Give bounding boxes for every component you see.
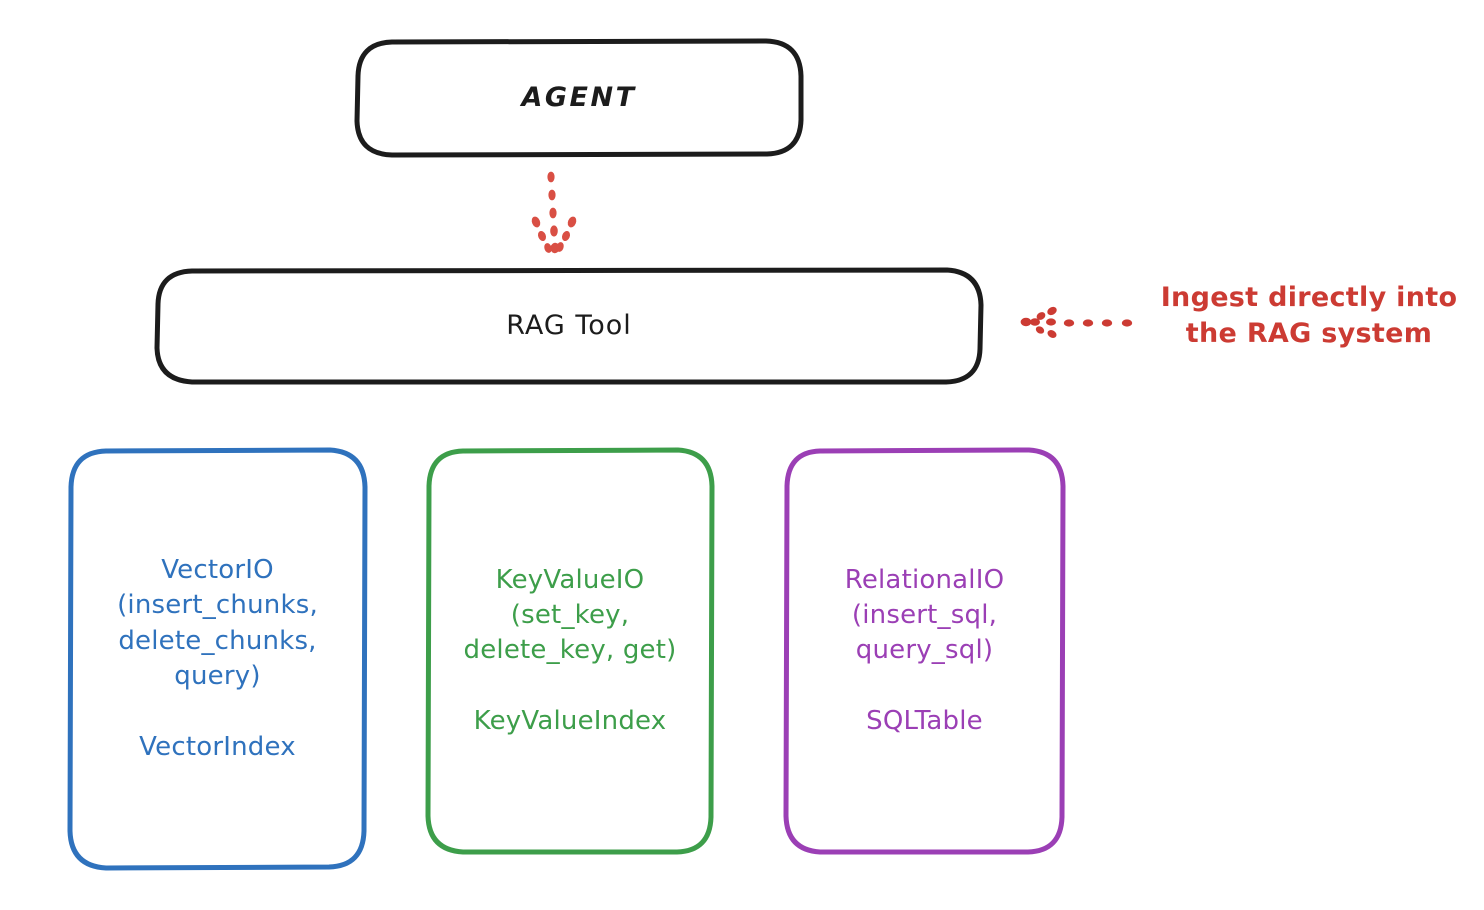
rag-tool-box-outline xyxy=(154,267,984,385)
rag-tool-label: RAG Tool xyxy=(506,310,632,342)
key-value-io-label: KeyValueIO (set_key, delete_key, get) Ke… xyxy=(463,564,677,737)
agent-box-outline xyxy=(354,38,804,158)
key-value-io-box[interactable]: KeyValueIO (set_key, delete_key, get) Ke… xyxy=(428,450,712,852)
vector-io-box[interactable]: VectorIO (insert_chunks, delete_chunks, … xyxy=(70,450,365,868)
relational-io-box[interactable]: RelationalIO (insert_sql, query_sql) SQL… xyxy=(786,450,1063,852)
relational-io-label: RelationalIO (insert_sql, query_sql) SQL… xyxy=(844,564,1005,737)
relational-io-box-outline xyxy=(783,447,1066,855)
rag-tool-box[interactable]: RAG Tool xyxy=(157,270,981,382)
key-value-io-box-outline xyxy=(425,447,715,855)
ingest-to-rag-connector xyxy=(1020,306,1133,338)
vector-io-box-outline xyxy=(67,447,368,871)
agent-label: AGENT xyxy=(521,82,637,114)
agent-to-rag-connector xyxy=(531,171,577,254)
agent-box[interactable]: AGENT xyxy=(357,41,801,155)
vector-io-label: VectorIO (insert_chunks, delete_chunks, … xyxy=(117,554,318,762)
ingest-annotation-text: Ingest directly into the RAG system xyxy=(1160,282,1458,349)
